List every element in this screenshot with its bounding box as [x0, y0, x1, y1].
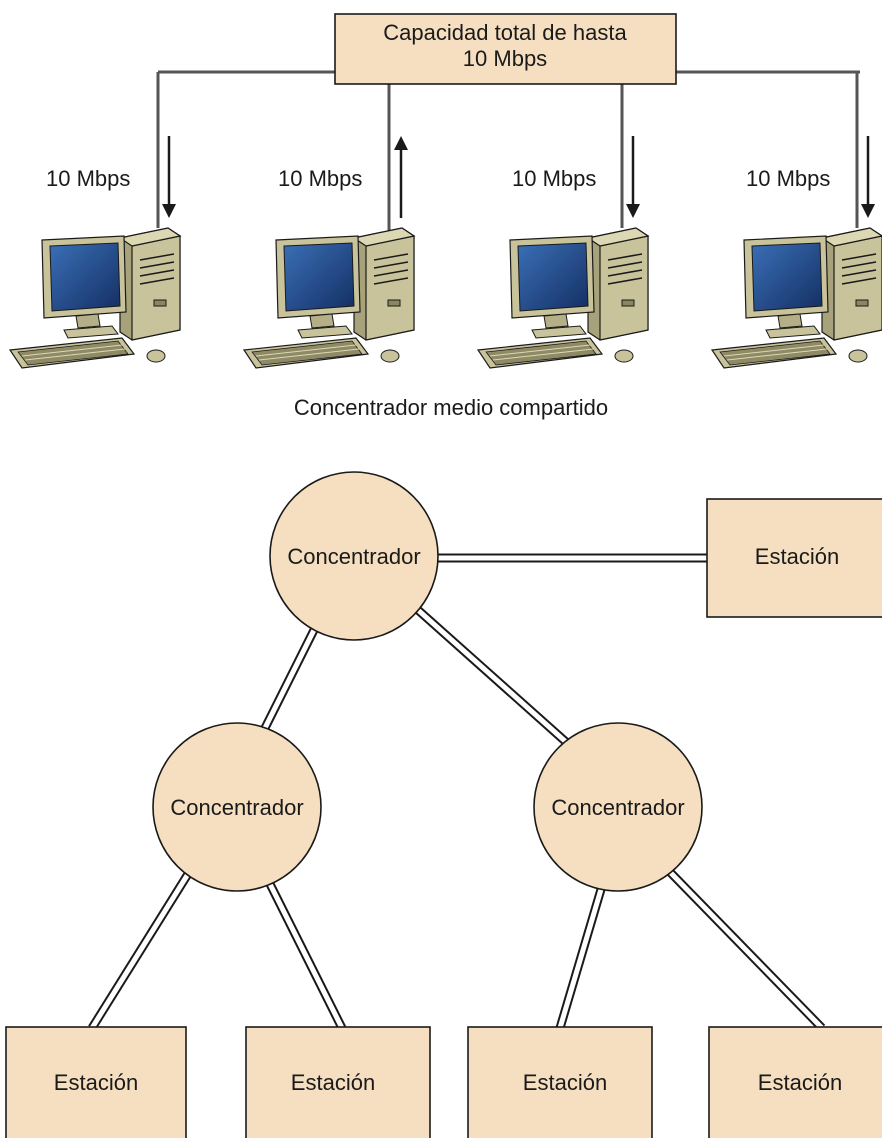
leaf-station-2: Estación — [245, 1026, 431, 1138]
right-hub-label: Concentrador — [551, 795, 684, 820]
root-station-label: Estación — [755, 544, 839, 569]
left-hub-label: Concentrador — [170, 795, 303, 820]
arrow-down-icon — [162, 136, 176, 218]
connector-root-to-left-hub — [260, 619, 323, 731]
desktop-computer-icon — [243, 227, 415, 369]
desktop-computer-icon — [477, 227, 649, 369]
leaf-station-label: Estación — [758, 1070, 842, 1095]
speed-label-1: 10 Mbps — [46, 166, 130, 191]
root-hub: Concentrador — [269, 471, 439, 641]
right-hub: Concentrador — [533, 722, 703, 892]
leaf-station-3: Estación — [467, 1026, 653, 1138]
leaf-station-4: Estación — [708, 1026, 882, 1138]
arrow-up-icon — [394, 136, 408, 218]
capacity-box-line2: 10 Mbps — [463, 46, 547, 71]
leaf-station-label: Estación — [291, 1070, 375, 1095]
leaf-station-label: Estación — [54, 1070, 138, 1095]
connector-root-to-right-hub — [415, 606, 569, 746]
connector-left-hub-to-leaf-1 — [88, 871, 192, 1031]
speed-label-3: 10 Mbps — [512, 166, 596, 191]
desktop-computer-icon — [9, 227, 181, 369]
connector-right-hub-to-leaf-3 — [555, 884, 607, 1030]
top-caption: Concentrador medio compartido — [294, 395, 608, 420]
leaf-station-1: Estación — [5, 1026, 187, 1138]
arrow-down-icon — [626, 136, 640, 218]
root-station: Estación — [706, 498, 882, 618]
connector-left-hub-to-leaf-2 — [263, 877, 347, 1031]
desktop-computer-icon — [711, 227, 882, 369]
speed-label-2: 10 Mbps — [278, 166, 362, 191]
speed-label-4: 10 Mbps — [746, 166, 830, 191]
left-hub: Concentrador — [152, 722, 322, 892]
leaf-station-label: Estación — [523, 1070, 607, 1095]
capacity-box: Capacidad total de hasta 10 Mbps — [334, 13, 677, 85]
arrow-down-icon — [861, 136, 875, 218]
root-hub-label: Concentrador — [287, 544, 420, 569]
connector-right-hub-to-leaf-4 — [664, 866, 826, 1032]
capacity-box-line1: Capacidad total de hasta — [383, 20, 627, 45]
